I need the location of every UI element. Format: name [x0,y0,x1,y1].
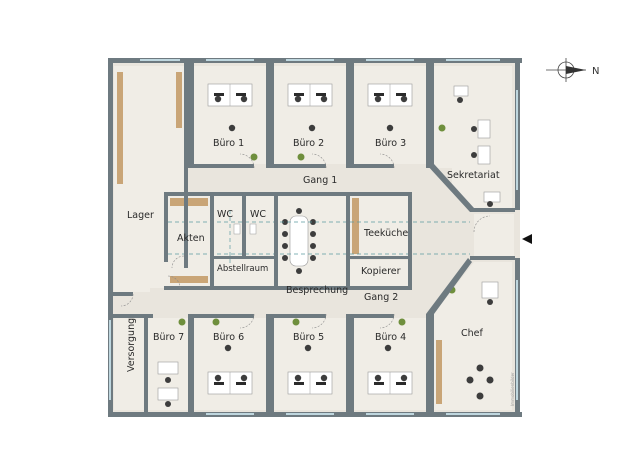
label-akten: Akten [177,233,205,244]
shelf-left [117,72,123,184]
label-buero2: Büro 2 [293,138,324,149]
wc-rooms [214,196,274,256]
kopierer-room [350,260,408,286]
label-kopierer: Kopierer [361,266,401,277]
windows [109,59,518,415]
sekretariat-room [434,66,512,212]
label-abstellraum: Abstellraum [217,264,268,274]
label-wc2: WC [250,209,266,220]
office-buero5 [274,318,346,410]
plant-icon [250,153,258,161]
label-wc1: WC [217,209,233,220]
label-buero4: Büro 4 [375,332,406,343]
watermark-text: Immobilienbilder [510,372,515,406]
label-buero6: Büro 6 [213,332,244,343]
shelf-right [176,72,182,128]
dashed-guides [168,210,470,266]
office-buero3 [354,66,426,164]
plant-icon [212,318,220,326]
room-labels: Büro 1 Büro 2 Büro 3 Gang 1 Lager WC WC … [126,138,500,372]
label-gang1: Gang 1 [303,175,337,186]
office-buero2 [274,66,346,164]
label-chef: Chef [461,328,483,339]
office-buero4 [354,318,426,410]
versorgung-room [114,318,144,410]
label-gang2: Gang 2 [364,292,398,303]
office-buero7 [148,318,188,410]
entrance-arrow-icon [522,234,532,244]
besprechung-room [276,196,346,286]
label-buero7: Büro 7 [153,332,184,343]
chef-room [432,262,512,410]
office-buero6 [194,318,266,410]
label-versorgung: Versorgung [126,318,137,372]
plant-icon [438,124,446,132]
plant-icon [297,153,305,161]
teekueche-room [350,196,408,256]
label-teekueche: Teeküche [363,228,408,239]
label-lager: Lager [127,210,154,221]
gang1-corridor [184,168,452,192]
plant-icon [292,318,300,326]
compass-north-label: N [592,66,599,77]
label-sekretariat: Sekretariat [447,170,500,181]
label-besprechung: Besprechung [286,285,348,296]
entrance [473,214,514,256]
label-buero3: Büro 3 [375,138,406,149]
office-buero1 [194,66,266,164]
label-buero5: Büro 5 [293,332,324,343]
akten-room [168,196,210,286]
gang2-corridor [150,258,470,314]
compass-icon [546,58,586,82]
abstellraum-room [214,258,274,286]
plant-icon [178,318,186,326]
door-swings [120,153,395,329]
plant-icon [398,318,406,326]
label-buero1: Büro 1 [213,138,244,149]
